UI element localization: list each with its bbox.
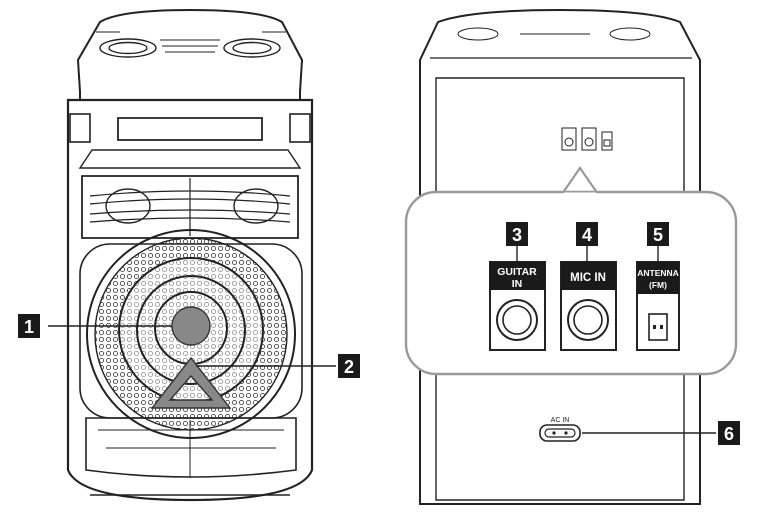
callout-4-label: 4 [582,225,592,245]
small-jack-panel [561,127,613,151]
woofer-ring-outer [86,229,296,439]
guitar-in-label-2: IN [512,278,523,290]
callout-2: 2 [196,354,360,378]
callout-5-label: 5 [653,225,663,245]
ac-in-label: AC IN [551,417,570,424]
tweeter-left [105,188,151,224]
woofer-ring-2 [136,275,246,385]
callout-6-label: 6 [724,424,734,444]
front-view [66,8,314,502]
callout-1: 1 [18,314,172,338]
mic-in-label: MIC IN [570,272,606,284]
antenna-label-2: (FM) [649,280,667,290]
display-slot [117,117,263,141]
light-triangle [150,356,232,409]
handle-left [69,113,91,143]
handle-right [289,113,311,143]
ac-in-socket: AC IN [539,417,581,442]
callout-2-label: 2 [344,357,354,377]
callout-6: 6 [582,421,740,445]
tweeter-right [233,188,279,224]
callout-3: 3 [506,222,528,262]
callout-5: 5 [647,222,669,262]
antenna-jack: ANTENNA (FM) [636,261,680,351]
tweeter-band [81,175,299,239]
top-knob-right [223,38,281,58]
guitar-in-jack: GUITAR IN [489,261,546,351]
callout-1-label: 1 [24,317,34,337]
antenna-label-1: ANTENNA [637,268,679,278]
callout-3-label: 3 [512,225,522,245]
top-panel [76,8,304,101]
woofer-center-cap [171,306,211,346]
front-base [85,417,297,478]
callout-4: 4 [576,222,598,262]
mic-in-jack: MIC IN [560,261,617,351]
top-knob-left [99,38,157,58]
guitar-in-label-1: GUITAR [497,266,537,278]
